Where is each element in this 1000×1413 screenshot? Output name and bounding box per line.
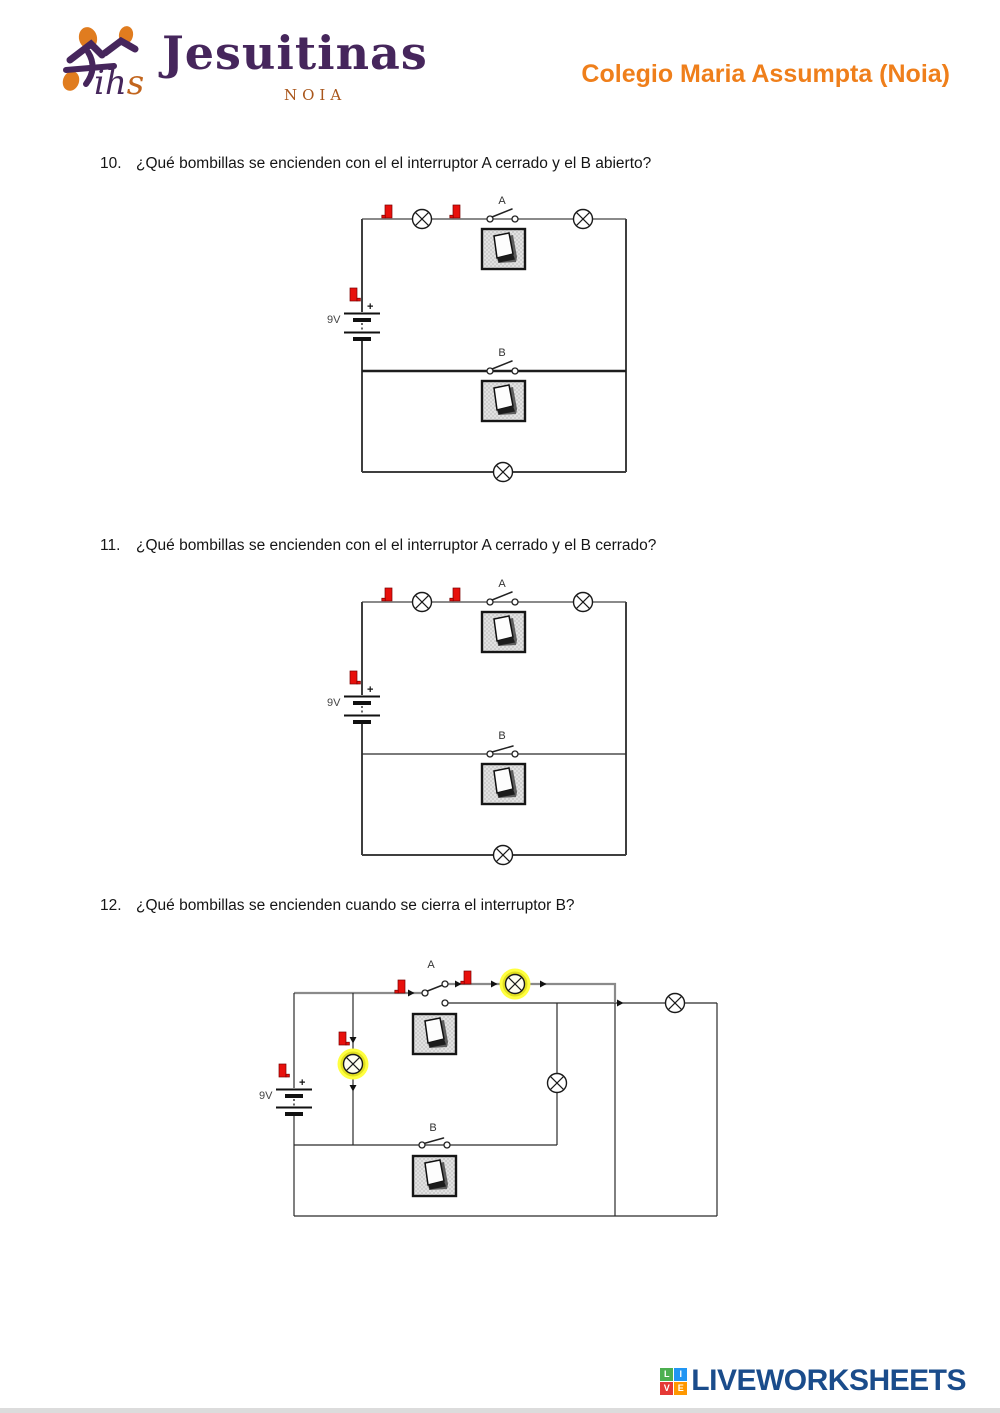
switch-a-contact <box>511 215 519 223</box>
red-clip-marker <box>449 204 461 219</box>
battery-voltage-label: 9V <box>259 1090 273 1102</box>
current-arrow <box>408 989 415 997</box>
school-title: Colegio Maria Assumpta (Noia) <box>581 60 950 88</box>
switch-b-contact <box>511 367 519 375</box>
switch-a-contact <box>486 598 494 606</box>
rocker-switch-image <box>480 762 527 806</box>
current-arrow <box>540 980 547 988</box>
red-clip-marker <box>349 670 361 685</box>
liveworksheets-footer: L I V E LIVEWORKSHEETS <box>660 1364 966 1398</box>
switch-a-contact <box>511 598 519 606</box>
question-12-text: ¿Qué bombillas se encienden cuando se ci… <box>136 897 575 914</box>
lamp-icon <box>411 591 433 613</box>
switch-a-lever <box>491 591 513 601</box>
switch-a-upper-contact <box>441 980 449 988</box>
question-11-text: ¿Qué bombillas se encienden con el el in… <box>136 537 657 554</box>
logo-s-text: s <box>127 63 144 103</box>
battery-9v: + 9V <box>327 301 380 341</box>
battery-voltage-label: 9V <box>327 314 341 326</box>
red-clip-marker <box>394 979 406 994</box>
question-10-number: 10. <box>100 155 122 172</box>
icon-letter-e: E <box>674 1381 688 1395</box>
rocker-switch-image <box>480 379 527 423</box>
battery-plus: + <box>299 1077 305 1089</box>
switch-a-contact <box>486 215 494 223</box>
lamp-icon-lit <box>499 968 531 1000</box>
question-12-number: 12. <box>100 897 122 914</box>
liveworksheets-icon: L I V E <box>660 1367 688 1395</box>
switch-b-label: B <box>429 1122 436 1134</box>
switch-b-lever <box>491 360 513 370</box>
circuit-diagram-q10: A + 9V B <box>327 195 627 483</box>
switch-b-label: B <box>498 730 505 742</box>
current-arrow <box>455 980 462 988</box>
svg-text:ihs: ihs <box>94 63 144 103</box>
switch-b-contact <box>443 1141 451 1149</box>
switch-a-label: A <box>427 959 435 971</box>
red-clip-marker <box>381 587 393 602</box>
red-clip-marker <box>449 587 461 602</box>
lamp-icon <box>492 461 514 483</box>
current-arrow <box>349 1037 357 1044</box>
rocker-switch-image <box>411 1154 458 1198</box>
switch-b-lever <box>423 1137 445 1145</box>
rocker-switch-image <box>411 1012 458 1056</box>
question-11: 11. ¿Qué bombillas se encienden con el e… <box>100 537 656 555</box>
page-bottom-edge <box>0 1408 1000 1413</box>
logo-brand-text: Jesuitinas <box>162 26 428 80</box>
question-12: 12. ¿Qué bombillas se encienden cuando s… <box>100 897 575 915</box>
switch-a-lever <box>426 984 443 992</box>
battery-plus: + <box>367 684 373 696</box>
switch-b-contact <box>511 750 519 758</box>
switch-b-contact <box>486 750 494 758</box>
wire-upper-branch <box>448 982 617 1002</box>
icon-letter-i: I <box>674 1367 688 1381</box>
switch-a-label: A <box>498 578 506 590</box>
switch-a-lower-contact <box>441 999 449 1007</box>
red-clip-marker <box>460 970 472 985</box>
current-arrow <box>491 980 498 988</box>
rocker-switch-image <box>480 610 527 654</box>
logo-ih-text: ih <box>94 63 127 103</box>
battery-9v: + 9V <box>327 684 380 724</box>
logo-sub-text: Noia <box>284 86 347 104</box>
lamp-icon <box>572 208 594 230</box>
lamp-icon-lit <box>337 1048 369 1080</box>
switch-a-common-contact <box>421 989 429 997</box>
battery-voltage-label: 9V <box>327 697 341 709</box>
red-clip-marker <box>278 1063 290 1078</box>
icon-letter-v: V <box>660 1381 674 1395</box>
red-clip-marker <box>349 287 361 302</box>
switch-b-contact <box>486 367 494 375</box>
current-arrow <box>349 1085 357 1092</box>
red-clip-marker <box>381 204 393 219</box>
question-10: 10. ¿Qué bombillas se encienden con el e… <box>100 155 651 173</box>
switch-a-label: A <box>498 195 506 207</box>
circuit-diagram-q11: A + 9V B <box>327 578 627 866</box>
question-11-number: 11. <box>100 537 121 554</box>
lamp-icon <box>664 992 686 1014</box>
circuit-diagram-q12: A <box>259 959 718 1217</box>
battery-9v: + 9V <box>259 1077 312 1116</box>
lamp-icon <box>492 844 514 866</box>
battery-plus: + <box>367 301 373 313</box>
switch-b-lever <box>491 745 514 753</box>
switch-b-label: B <box>498 347 505 359</box>
lamp-icon <box>546 1072 568 1094</box>
rocker-switch-image <box>480 227 527 271</box>
question-10-text: ¿Qué bombillas se encienden con el el in… <box>136 155 652 172</box>
jesuitinas-logo-icon: ihs <box>62 26 144 103</box>
icon-letter-l: L <box>660 1367 674 1381</box>
liveworksheets-brand-text: LIVEWORKSHEETS <box>691 1364 966 1397</box>
switch-a-lever <box>491 208 513 218</box>
current-arrow <box>617 999 624 1007</box>
red-clip-marker <box>338 1031 350 1046</box>
switch-b-contact <box>418 1141 426 1149</box>
lamp-icon <box>411 208 433 230</box>
lamp-icon <box>572 591 594 613</box>
